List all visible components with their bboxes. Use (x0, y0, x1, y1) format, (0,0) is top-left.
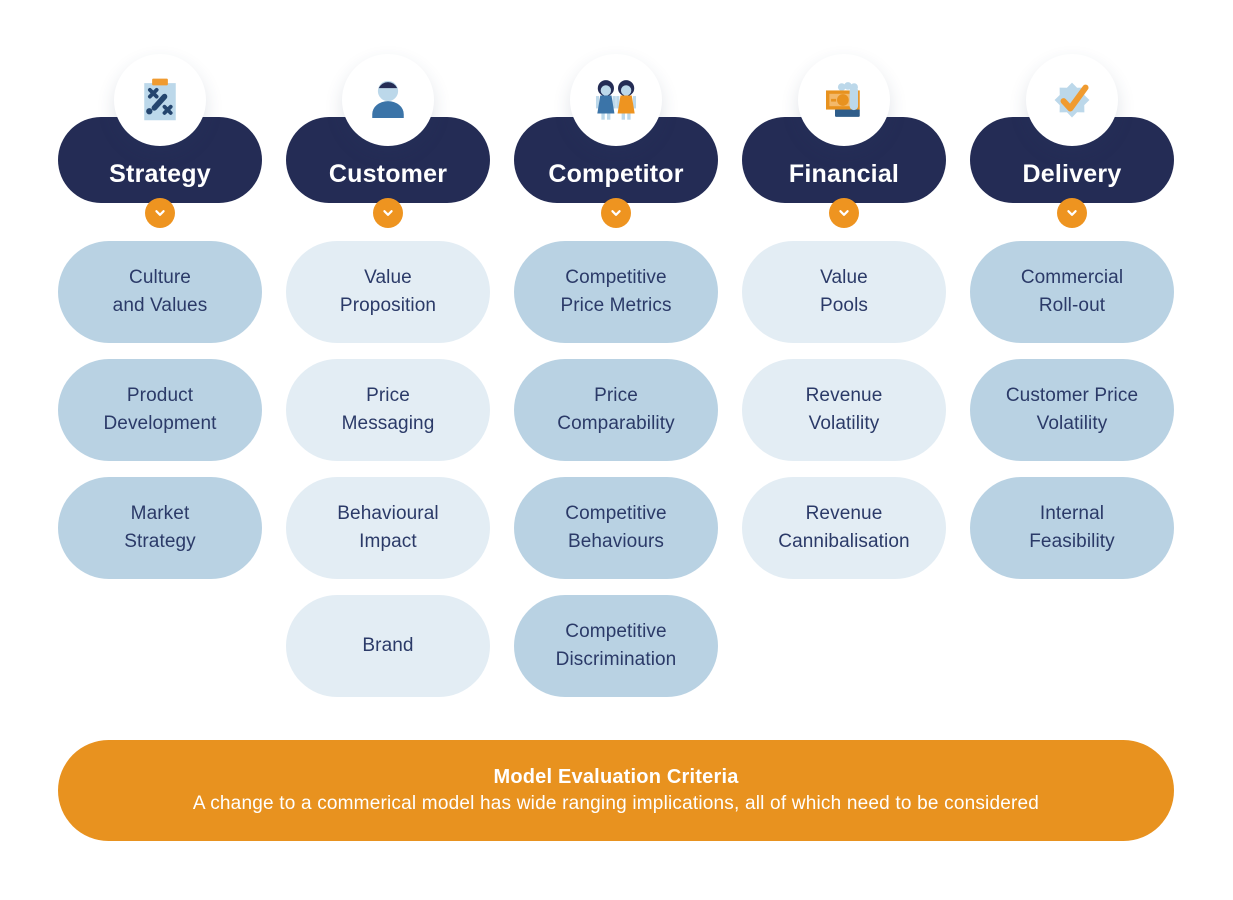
list-item: Product Development (58, 359, 262, 461)
competitor-expand-button[interactable] (601, 198, 631, 228)
delivery-header-label: Delivery (1022, 160, 1122, 188)
delivery-icon-circle (1026, 54, 1118, 146)
strategy-items: Culture and Values Product Development M… (58, 241, 262, 579)
list-item: Value Proposition (286, 241, 490, 343)
item-label: Product Development (103, 385, 217, 434)
banner-subtitle: A change to a commerical model has wide … (192, 793, 1040, 814)
column-competitor: Competitor Competitive Price Metrics Pri… (514, 54, 718, 697)
chevron-down-icon (383, 210, 393, 216)
list-item: Revenue Volatility (742, 359, 946, 461)
strategy-icon-circle (114, 54, 206, 146)
item-label: Internal Feasibility (1029, 503, 1115, 552)
item-label: Behavioural Impact (337, 503, 439, 552)
list-item: Internal Feasibility (970, 477, 1174, 579)
strategy-expand-button[interactable] (145, 198, 175, 228)
customer-items: Value Proposition Price Messaging Behavi… (286, 241, 490, 697)
column-header-delivery: Delivery (970, 54, 1174, 228)
competitor-icon-circle (570, 54, 662, 146)
customer-icon-circle (342, 54, 434, 146)
list-item: Value Pools (742, 241, 946, 343)
money-in-hand-icon (826, 82, 860, 117)
list-item: Commercial Roll-out (970, 241, 1174, 343)
chevron-down-icon (839, 210, 849, 216)
customer-expand-button[interactable] (373, 198, 403, 228)
item-label: Competitive Price Metrics (560, 267, 672, 316)
competitor-items: Competitive Price Metrics Price Comparab… (514, 241, 718, 697)
column-customer: Customer Value Proposition Price Messagi… (286, 54, 490, 697)
financial-header-label: Financial (788, 160, 900, 188)
customer-header-label: Customer (328, 160, 448, 188)
badge-check-icon (1054, 82, 1090, 118)
banner-title: Model Evaluation Criteria (493, 766, 739, 788)
item-label: Value Pools (819, 267, 869, 316)
list-item: Market Strategy (58, 477, 262, 579)
chevron-down-icon (155, 210, 165, 216)
column-delivery: Delivery Commercial Roll-out Customer Pr… (970, 54, 1174, 697)
tactics-board-icon (144, 78, 176, 121)
competitor-header-pill: Competitor (514, 117, 718, 203)
item-label: Price Messaging (341, 385, 435, 434)
person-icon (372, 80, 404, 118)
list-item: Brand (286, 595, 490, 697)
delivery-expand-button[interactable] (1057, 198, 1087, 228)
column-header-competitor: Competitor (514, 54, 718, 228)
financial-expand-button[interactable] (829, 198, 859, 228)
list-item: Culture and Values (58, 241, 262, 343)
item-label: Competitive Behaviours (565, 503, 667, 552)
column-header-financial: Financial (742, 54, 946, 228)
chevron-down-icon (1067, 210, 1077, 216)
item-label: Competitive Discrimination (555, 621, 677, 670)
item-label: Customer Price Volatility (1005, 385, 1139, 434)
financial-items: Value Pools Revenue Volatility Revenue C… (742, 241, 946, 579)
column-financial: Financial Value Pools Revenue Volatility… (742, 54, 946, 697)
list-item: Competitive Behaviours (514, 477, 718, 579)
item-label: Revenue Volatility (805, 385, 883, 434)
column-strategy: Strategy Culture and Values Product Deve… (58, 54, 262, 697)
list-item: Competitive Discrimination (514, 595, 718, 697)
model-evaluation-banner: Model Evaluation Criteria A change to a … (58, 740, 1174, 841)
strategy-header-label: Strategy (109, 160, 211, 188)
list-item: Competitive Price Metrics (514, 241, 718, 343)
list-item: Price Comparability (514, 359, 718, 461)
item-label: Revenue Cannibalisation (778, 503, 910, 552)
item-label: Price Comparability (557, 385, 675, 434)
two-people-icon (595, 80, 637, 120)
item-label: Brand (362, 635, 414, 657)
criteria-columns: Strategy Culture and Values Product Deve… (58, 54, 1174, 697)
item-label: Market Strategy (124, 503, 196, 552)
chevron-down-icon (611, 210, 621, 216)
column-header-customer: Customer (286, 54, 490, 228)
financial-icon-circle (798, 54, 890, 146)
list-item: Revenue Cannibalisation (742, 477, 946, 579)
competitor-header-label: Competitor (548, 160, 684, 188)
list-item: Price Messaging (286, 359, 490, 461)
item-label: Culture and Values (112, 267, 208, 316)
list-item: Customer Price Volatility (970, 359, 1174, 461)
item-label: Value Proposition (339, 267, 437, 316)
list-item: Behavioural Impact (286, 477, 490, 579)
delivery-items: Commercial Roll-out Customer Price Volat… (970, 241, 1174, 579)
item-label: Commercial Roll-out (1020, 267, 1124, 316)
column-header-strategy: Strategy (58, 54, 262, 228)
